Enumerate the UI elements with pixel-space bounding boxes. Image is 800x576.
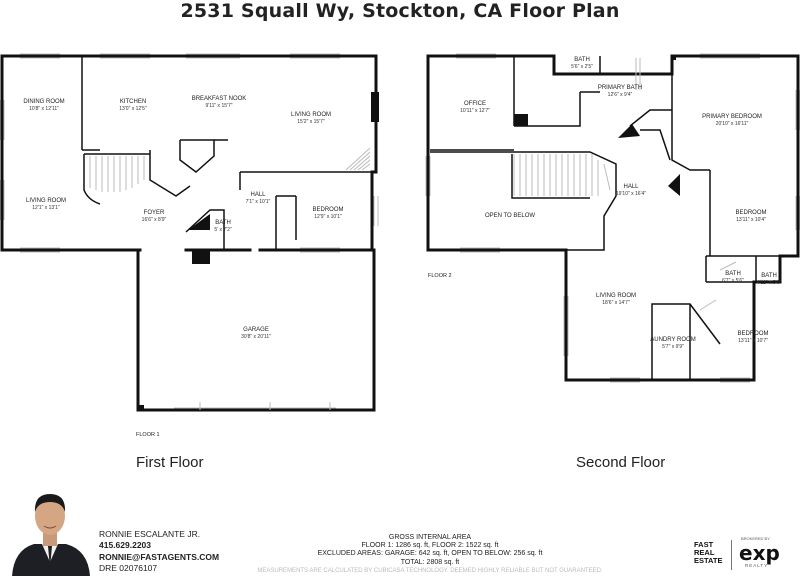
floor2-windows <box>425 53 800 383</box>
room-name: BEDROOM <box>735 210 766 216</box>
room-name: BEDROOM <box>312 207 343 213</box>
area-floors: FLOOR 1: 1286 sq. ft, FLOOR 2: 1522 sq. … <box>361 542 499 550</box>
room-dims: 9'11" x 15'7" <box>205 103 232 109</box>
garage-wall <box>136 248 376 412</box>
floor2-stairs <box>511 154 611 199</box>
room-dims: 10'11" x 12'7" <box>460 108 490 114</box>
room-name: BATH <box>574 57 590 63</box>
room-dims: 5'7" x 9'9" <box>662 344 684 350</box>
floor1-plan: DINING ROOM 10'8" x 12'11" KITCHEN 13'0"… <box>0 53 379 438</box>
logo-text: REAL <box>694 548 715 557</box>
exp-realty-logo: BROKERED BY exp REALTY <box>737 536 780 570</box>
room-name: GARAGE <box>243 327 269 333</box>
room-dims: 13'0" x 12'5" <box>119 106 147 112</box>
logo-text: BROKERED BY <box>741 536 770 541</box>
room-dims: 5'6" x 2'5" <box>571 64 593 70</box>
room-name: KITCHEN <box>120 99 146 105</box>
room-name: OPEN TO BELOW <box>485 213 535 219</box>
floor1-label: FLOOR 1 <box>136 432 160 438</box>
agent-license: DRE 02076107 <box>99 562 158 573</box>
floor-plans: DINING ROOM 10'8" x 12'11" KITCHEN 13'0"… <box>0 53 800 438</box>
water-heater <box>192 250 210 264</box>
wall-primary <box>671 74 710 171</box>
area-excluded: EXCLUDED AREAS: GARAGE: 642 sq. ft, OPEN… <box>317 550 543 558</box>
room-name: FOYER <box>144 210 165 216</box>
room-name: LIVING ROOM <box>291 112 331 118</box>
first-floor-caption: First Floor <box>136 454 204 471</box>
room-dims: 15'2" x 15'7" <box>297 119 325 125</box>
room-dims: 20'10" x 16'11" <box>716 121 749 127</box>
room-dims: 7'1" x 10'1" <box>246 199 271 205</box>
room-dims: 12'1" x 13'1" <box>32 205 60 211</box>
floor1-stairs <box>83 147 371 205</box>
room-name: BATH <box>761 273 777 279</box>
fast-real-estate-logo: FAST REAL ESTATE <box>694 541 722 565</box>
room-name: OFFICE <box>464 101 486 107</box>
room-name: DINING ROOM <box>23 99 64 105</box>
area-total: TOTAL: 2808 sq. ft <box>400 558 460 566</box>
agent-name: RONNIE ESCALANTE JR. <box>99 529 201 539</box>
wall-block <box>668 174 680 196</box>
logo-text: ESTATE <box>694 556 723 565</box>
room-dims: 6'7" x 5'6" <box>722 278 744 284</box>
page-title: 2531 Squall Wy, Stockton, CA Floor Plan <box>180 0 620 22</box>
floor1-west-wall <box>0 54 142 252</box>
wall <box>514 92 581 127</box>
room-name: BREAKFAST NOOK <box>192 96 247 102</box>
floor2-plan: BATH 5'6" x 2'5" OFFICE 10'11" x 12'7" P… <box>425 53 800 383</box>
wall-block <box>514 114 528 126</box>
wall <box>640 129 671 161</box>
room-dims: 12'9" x 10'1" <box>314 214 342 220</box>
room-dims: 4'11" x 5'6" <box>757 280 781 286</box>
floor2-label: FLOOR 2 <box>428 273 452 279</box>
logo-text: FAST <box>694 540 714 549</box>
fireplace <box>371 92 379 122</box>
post <box>138 405 144 410</box>
room-name: BATH <box>215 220 231 226</box>
island <box>179 139 215 173</box>
area-disclaimer: MEASUREMENTS ARE CALCULATED BY CUBICASA … <box>257 567 603 574</box>
room-name: AUNDRY ROOM <box>650 337 695 343</box>
room-name: HALL <box>250 192 266 198</box>
gross-area-summary: GROSS INTERNAL AREA FLOOR 1: 1286 sq. ft… <box>250 534 610 575</box>
room-name: PRIMARY BEDROOM <box>702 114 762 120</box>
floor1-outer-wall <box>0 54 378 252</box>
room-dims: 30'8" x 20'11" <box>241 334 271 340</box>
room-dims: 18'6" x 14'7" <box>602 300 630 306</box>
open-to-below-railing <box>430 151 617 251</box>
room-name: PRIMARY BATH <box>598 85 642 91</box>
room-dims: 10'8" x 12'11" <box>29 106 59 112</box>
wall-block <box>618 124 640 138</box>
room-dims: 13'11" x 10'7" <box>738 338 768 344</box>
room-dims: 16'6" x 8'9" <box>142 217 167 223</box>
agent-email[interactable]: RONNIE@FASTAGENTS.COM <box>99 551 220 562</box>
wall-laundry <box>651 303 721 380</box>
logo-divider <box>731 540 732 570</box>
agent-info: RONNIE ESCALANTE JR. 415.629.2203 RONNIE… <box>99 529 219 574</box>
agent-phone[interactable]: 415.629.2203 <box>99 540 151 551</box>
wall-block <box>672 56 676 60</box>
area-heading: GROSS INTERNAL AREA <box>388 534 472 541</box>
wall-stair <box>149 150 191 197</box>
room-dims: 13'11" x 10'4" <box>736 217 766 223</box>
room-name: BATH <box>725 271 741 277</box>
room-dims: 5' x 7'2" <box>214 227 232 233</box>
wall-bath <box>185 209 225 250</box>
agent-photo <box>4 482 96 576</box>
floor1-windows <box>0 53 379 253</box>
room-name: LIVING ROOM <box>26 198 66 204</box>
second-floor-caption: Second Floor <box>576 454 666 471</box>
logo-text: REALTY <box>745 563 769 568</box>
column <box>188 214 210 230</box>
wall <box>629 109 672 127</box>
room-dims: 12'6" x 9'4" <box>608 92 633 98</box>
logo-text: exp <box>739 541 780 565</box>
room-name: BEDROOM <box>737 331 768 337</box>
room-name: LIVING ROOM <box>596 293 636 299</box>
room-name: HALL <box>623 184 639 190</box>
room-dims: 19'10" x 16'4" <box>616 191 646 197</box>
